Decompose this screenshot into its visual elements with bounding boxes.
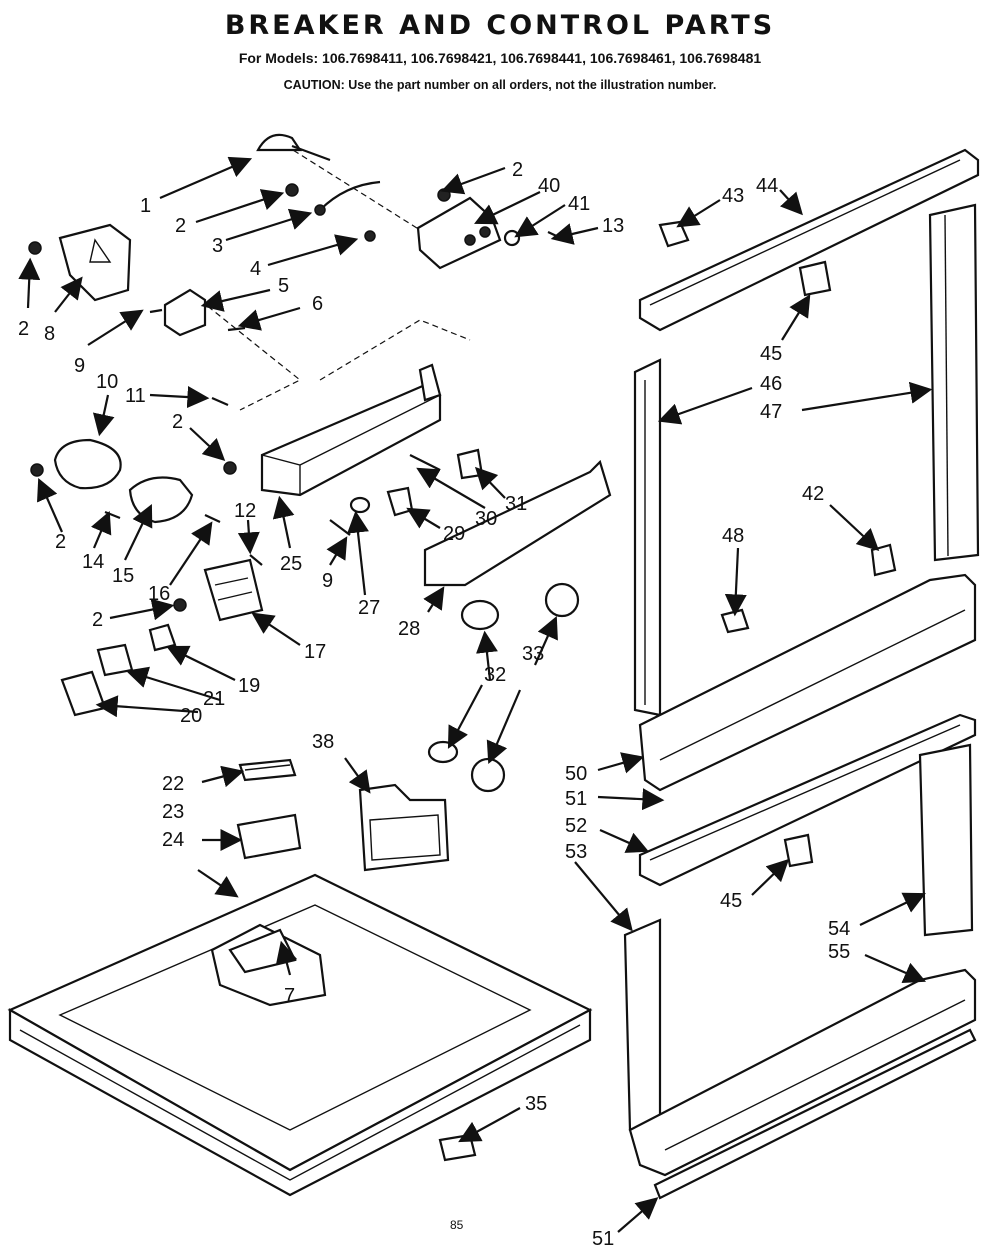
callout-label: 31 — [505, 493, 527, 515]
callout-label: 51 — [565, 788, 587, 810]
callout-label: 19 — [238, 675, 260, 697]
callout-label: 29 — [443, 523, 465, 545]
callout-label: 9 — [322, 570, 333, 592]
callout-label: 38 — [312, 731, 334, 753]
callout-label: 6 — [312, 293, 323, 315]
callout-label: 7 — [284, 985, 295, 1007]
callout-label: 45 — [760, 343, 782, 365]
callout-label: 20 — [180, 705, 202, 727]
frame-assembly-drawing — [623, 148, 980, 1200]
callout-label: 45 — [720, 890, 742, 912]
caution-note: CAUTION: Use the part number on all orde… — [283, 78, 717, 92]
callout-label: 3 — [212, 235, 223, 257]
callout-label: 32 — [484, 664, 506, 686]
callout-label: 10 — [96, 371, 118, 393]
callout-label: 13 — [602, 215, 624, 237]
callout-label: 35 — [525, 1093, 547, 1115]
callout-label: 21 — [203, 688, 225, 710]
callout-label: 33 — [522, 643, 544, 665]
callout-label: 28 — [398, 618, 420, 640]
leader-lines — [18, 156, 933, 1233]
callout-label: 2 — [55, 531, 66, 553]
callout-label: 27 — [358, 597, 380, 619]
liner-panel-drawing — [7, 758, 593, 1197]
callout-label: 15 — [112, 565, 134, 587]
callout-label: 2 — [512, 159, 523, 181]
model-list: For Models: 106.7698411, 106.7698421, 10… — [238, 50, 762, 66]
callout-label: 2 — [175, 215, 186, 237]
page-number: 85 — [450, 1218, 464, 1232]
callout-label: 2 — [172, 411, 183, 433]
callout-label: 51 — [592, 1228, 614, 1248]
callout-label: 14 — [82, 551, 104, 573]
callout-label: 54 — [828, 918, 850, 940]
page-title: BREAKER AND CONTROL PARTS — [224, 10, 776, 41]
callout-label: 2 — [18, 318, 29, 340]
callout-label: 48 — [722, 525, 744, 547]
callout-label: 5 — [278, 275, 289, 297]
callout-label: 42 — [802, 483, 824, 505]
callout-numbers: 1 2 2 3 4 2 8 9 5 6 10 11 2 2 14 15 16 1… — [18, 159, 850, 1248]
callout-label: 44 — [756, 175, 778, 197]
callout-label: 55 — [828, 941, 850, 963]
callout-label: 46 — [760, 373, 782, 395]
callout-label: 53 — [565, 841, 587, 863]
callout-label: 40 — [538, 175, 560, 197]
callout-label: 24 — [162, 829, 184, 851]
callout-label: 11 — [125, 385, 146, 407]
callout-label: 17 — [304, 641, 326, 663]
callout-label: 41 — [568, 193, 590, 215]
callout-label: 22 — [162, 773, 184, 795]
callout-label: 16 — [148, 583, 170, 605]
callout-label: 9 — [74, 355, 85, 377]
callout-label: 52 — [565, 815, 587, 837]
callout-label: 23 — [162, 801, 184, 823]
callout-label: 2 — [92, 609, 103, 631]
callout-label: 4 — [250, 258, 261, 280]
callout-label: 8 — [44, 323, 55, 345]
callout-label: 30 — [475, 508, 497, 530]
callout-label: 1 — [140, 195, 151, 217]
callout-label: 43 — [722, 185, 744, 207]
callout-label: 47 — [760, 401, 782, 423]
callout-label: 50 — [565, 763, 587, 785]
callout-label: 12 — [234, 500, 256, 522]
callout-label: 25 — [280, 553, 302, 575]
